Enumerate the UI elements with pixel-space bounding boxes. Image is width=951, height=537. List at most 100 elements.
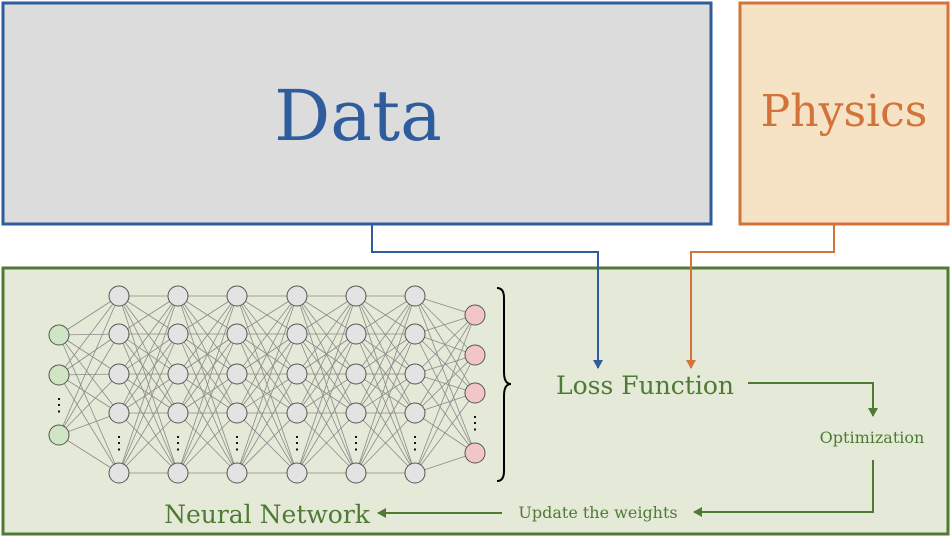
hidden-node	[345, 323, 367, 345]
hidden-node	[286, 285, 308, 307]
network-edge	[414, 392, 476, 474]
network-edge	[118, 373, 179, 474]
hidden-node	[345, 285, 367, 307]
input-node	[48, 424, 70, 446]
hidden-node	[108, 402, 130, 424]
network-edge	[236, 373, 298, 414]
network-edge	[355, 333, 416, 474]
network-edge	[355, 295, 416, 375]
loss-function-label: Loss Function	[556, 371, 734, 400]
hidden-node	[108, 323, 130, 345]
network-edge	[414, 314, 476, 375]
network-edge	[355, 373, 416, 414]
physics-label: Physics	[761, 86, 928, 137]
physics-box	[738, 1, 950, 226]
network-edge	[414, 392, 476, 414]
hidden-node	[345, 462, 367, 484]
network-edge	[296, 373, 357, 474]
output-node	[464, 442, 486, 464]
input-ellipsis: ⋮	[50, 395, 68, 416]
network-edge	[236, 295, 298, 375]
network-edge	[118, 333, 179, 414]
network-edge	[177, 373, 238, 414]
hidden-node	[226, 363, 248, 385]
network-edge	[236, 333, 298, 414]
hidden-node	[226, 323, 248, 345]
network-edge	[58, 334, 120, 414]
network-edge	[58, 412, 120, 436]
network-edge	[58, 374, 120, 414]
hidden-node	[286, 363, 308, 385]
hidden-ellipsis: ⋮	[406, 433, 424, 454]
hidden-ellipsis: ⋮	[347, 433, 365, 454]
network-edge	[296, 295, 357, 474]
network-edge	[177, 412, 238, 474]
network-edge	[177, 295, 238, 375]
hidden-ellipsis: ⋮	[110, 433, 128, 454]
network-edge	[118, 295, 179, 474]
hidden-node	[108, 462, 130, 484]
network-edge	[414, 314, 476, 474]
physics-to-loss-arrow	[686, 225, 835, 369]
data-to-loss-arrow	[371, 225, 603, 369]
network-edge	[58, 295, 120, 436]
network-edge	[236, 295, 298, 414]
network-edge	[177, 295, 238, 414]
loss-to-optimization-arrow	[748, 382, 878, 417]
hidden-node	[167, 363, 189, 385]
network-edge	[355, 295, 416, 414]
output-brace	[496, 287, 512, 482]
network-edge	[296, 295, 357, 335]
network-edge	[58, 434, 120, 474]
neural-network-label: Neural Network	[164, 500, 371, 529]
network-nodes: ⋮⋮⋮⋮⋮⋮⋮⋮	[48, 285, 486, 484]
hidden-node	[404, 402, 426, 424]
network-edge	[58, 373, 120, 436]
network-edge	[177, 373, 238, 474]
network-edge	[58, 333, 120, 376]
optimization-to-update-arrow	[693, 460, 874, 517]
output-ellipsis: ⋮	[466, 413, 484, 434]
network-edge	[58, 295, 120, 336]
network-edge	[355, 295, 416, 335]
network-edge	[118, 333, 179, 474]
network-edge	[177, 333, 238, 414]
network-edge	[177, 295, 238, 335]
network-edge	[414, 354, 476, 474]
hidden-node	[108, 285, 130, 307]
network-edge	[296, 412, 357, 474]
hidden-node	[226, 285, 248, 307]
hidden-node	[226, 462, 248, 484]
data-box	[1, 1, 713, 226]
output-node	[464, 304, 486, 326]
network-edge	[118, 295, 179, 414]
output-node	[464, 344, 486, 366]
network-edge	[236, 373, 298, 474]
network-edge	[118, 373, 179, 414]
hidden-node	[167, 323, 189, 345]
network-edge	[118, 412, 179, 474]
hidden-node	[286, 323, 308, 345]
network-edge	[355, 373, 416, 474]
hidden-node	[404, 285, 426, 307]
hidden-ellipsis: ⋮	[228, 433, 246, 454]
network-edge	[296, 295, 357, 414]
network-edge	[118, 295, 179, 375]
hidden-node	[345, 402, 367, 424]
hidden-node	[226, 402, 248, 424]
network-edge	[236, 295, 298, 474]
hidden-node	[108, 363, 130, 385]
hidden-node	[167, 285, 189, 307]
optimization-label: Optimization	[820, 428, 925, 447]
hidden-node	[167, 462, 189, 484]
network-edge	[414, 354, 476, 414]
hidden-node	[286, 402, 308, 424]
network-edge	[177, 295, 238, 474]
data-label: Data	[274, 75, 442, 157]
hidden-node	[286, 462, 308, 484]
network-edge	[355, 333, 416, 414]
hidden-node	[404, 323, 426, 345]
network-edge	[236, 295, 298, 335]
network-edge	[414, 452, 476, 474]
